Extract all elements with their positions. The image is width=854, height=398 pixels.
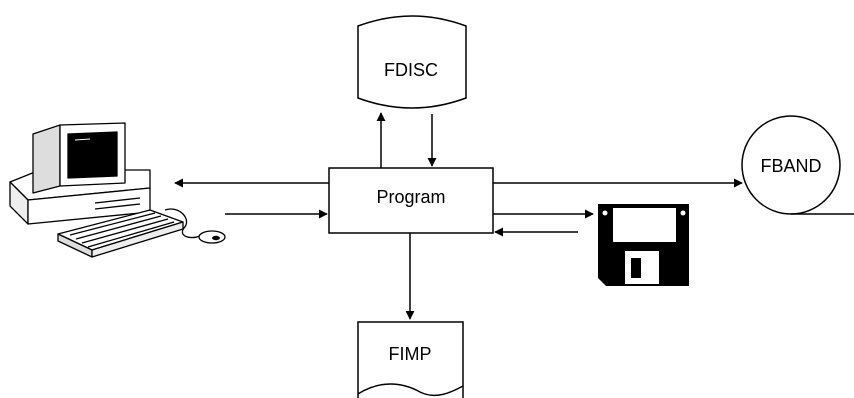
floppy-disk-icon xyxy=(598,204,689,286)
fdisc-node: FDISC xyxy=(357,15,467,109)
fband-label: FBAND xyxy=(760,156,821,176)
fimp-label: FIMP xyxy=(389,344,432,364)
program-label: Program xyxy=(376,187,445,207)
fimp-wave xyxy=(357,383,464,397)
arrows xyxy=(174,112,743,320)
fimp-document xyxy=(357,321,464,398)
fimp-node: FIMP xyxy=(357,321,464,398)
program-box xyxy=(328,167,494,234)
desktop-computer-icon xyxy=(9,122,226,258)
fband-node: FBAND xyxy=(741,115,854,215)
fdisc-cylinder xyxy=(357,15,467,109)
fdisc-label: FDISC xyxy=(384,60,438,80)
program-node: Program xyxy=(328,167,494,234)
